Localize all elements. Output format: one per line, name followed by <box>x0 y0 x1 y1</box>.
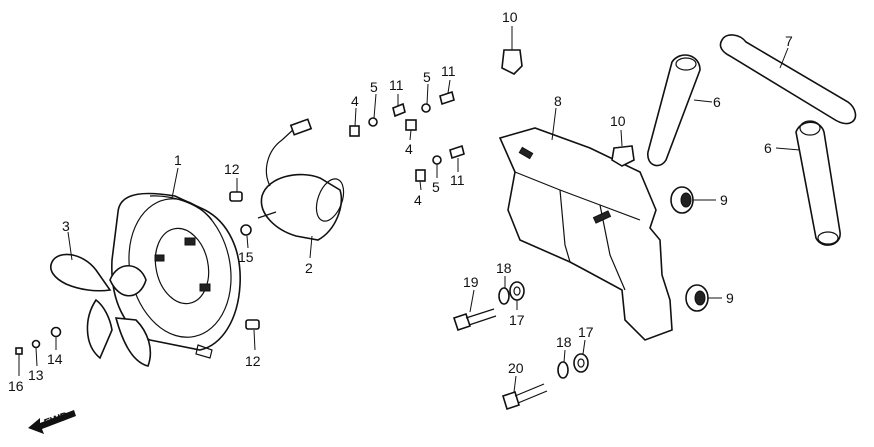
callout-5-c: 5 <box>432 179 440 195</box>
callout-labels: 1 2 3 4 4 4 5 5 5 6 6 7 8 9 9 10 10 11 1… <box>8 9 793 394</box>
small-hardware-parts <box>15 49 635 411</box>
callout-11-c: 11 <box>450 172 465 188</box>
callout-13: 13 <box>28 367 44 383</box>
long-stay-part <box>719 34 857 125</box>
radiator-bracket-part <box>498 127 673 341</box>
forward-arrow-icon <box>28 410 76 434</box>
callout-8: 8 <box>554 93 562 109</box>
callout-4-b: 4 <box>405 141 413 157</box>
callout-10-a: 10 <box>502 9 518 25</box>
callout-5-a: 5 <box>370 79 378 95</box>
callout-1: 1 <box>174 152 182 168</box>
leader-lines <box>18 26 801 393</box>
callout-18-b: 18 <box>556 334 572 350</box>
callout-16: 16 <box>8 378 24 394</box>
callout-18-a: 18 <box>496 260 512 276</box>
callout-17-b: 17 <box>578 324 594 340</box>
callout-7: 7 <box>785 33 793 49</box>
callout-15: 15 <box>238 249 254 265</box>
callout-9-b: 9 <box>726 290 734 306</box>
callout-4-a: 4 <box>351 93 359 109</box>
callout-6-b: 6 <box>764 140 772 156</box>
rubber-mount-part <box>670 186 709 312</box>
callout-2: 2 <box>305 260 313 276</box>
callout-5-b: 5 <box>423 69 431 85</box>
callout-14: 14 <box>47 351 63 367</box>
fan-motor-part <box>257 118 345 241</box>
callout-4-c: 4 <box>414 192 422 208</box>
callout-6-a: 6 <box>713 94 721 110</box>
callout-12-b: 12 <box>245 353 261 369</box>
forward-direction-indicator: FWD <box>28 410 76 434</box>
callout-20: 20 <box>508 360 524 376</box>
callout-17-a: 17 <box>509 312 525 328</box>
callout-10-b: 10 <box>610 113 626 129</box>
callout-19: 19 <box>463 274 479 290</box>
fan-blade-part <box>50 253 152 367</box>
fwd-label: FWD <box>43 410 71 430</box>
stay-part-lower <box>795 120 841 246</box>
callout-12-a: 12 <box>224 161 240 177</box>
callout-3: 3 <box>62 218 70 234</box>
callout-11-a: 11 <box>389 77 404 93</box>
callout-9-a: 9 <box>720 192 728 208</box>
stay-part-upper <box>647 54 701 167</box>
callout-11-b: 11 <box>441 63 456 79</box>
